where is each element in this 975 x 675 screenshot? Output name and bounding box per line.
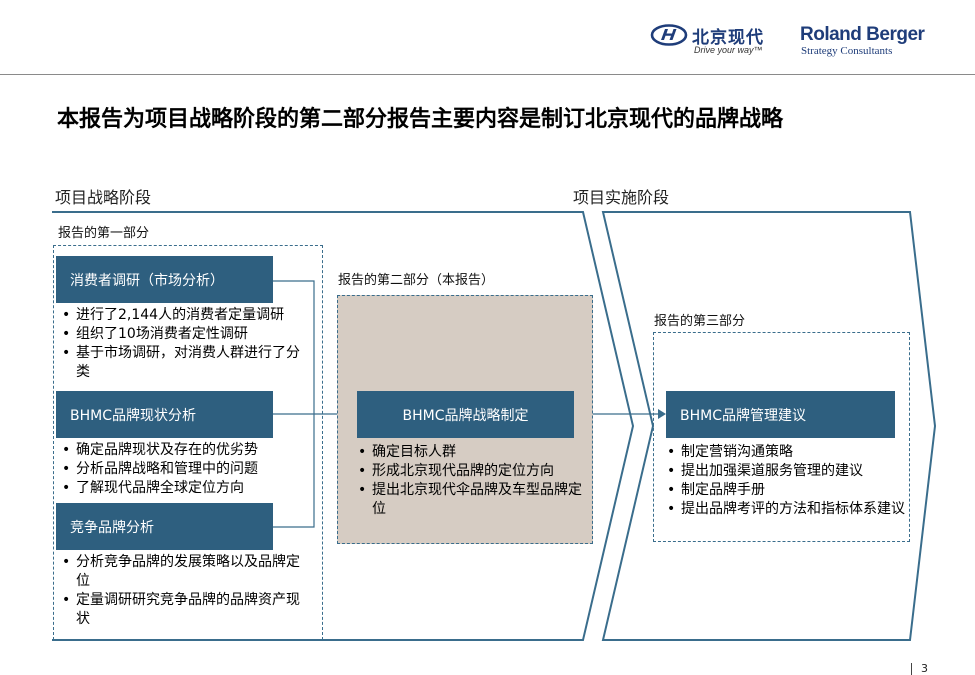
page-number: 3 <box>921 662 928 675</box>
list-item: 提出北京现代伞品牌及车型品牌定位 <box>358 481 586 519</box>
list-item: 确定目标人群 <box>358 443 590 462</box>
list-item: 提出品牌考评的方法和指标体系建议 <box>667 500 907 519</box>
strategy-phase-chevron <box>52 211 635 641</box>
part3-container <box>653 332 910 542</box>
part3-title: BHMC品牌管理建议 <box>666 391 895 438</box>
list-item: 提出加强渠道服务管理的建议 <box>667 462 905 481</box>
phase-strategy-label: 项目战略阶段 <box>55 188 152 207</box>
part2-bullets: 确定目标人群 形成北京现代品牌的定位方向 提出北京现代伞品牌及车型品牌定位 <box>358 443 590 519</box>
arrow-head-to-part3 <box>658 409 666 419</box>
list-item: 形成北京现代品牌的定位方向 <box>358 462 590 481</box>
part1-block1-title: 消费者调研（市场分析） <box>56 256 273 303</box>
hyundai-logo: 北京现代 Drive your way™ <box>650 22 775 62</box>
list-item: 基于市场调研，对消费人群进行了分类 <box>62 344 308 382</box>
part3-bullets: 制定营销沟通策略 提出加强渠道服务管理的建议 制定品牌手册 提出品牌考评的方法和… <box>667 443 905 519</box>
list-item: 制定营销沟通策略 <box>667 443 905 462</box>
hyundai-tagline: Drive your way™ <box>694 45 763 55</box>
part1-block3-bullets: 分析竞争品牌的发展策略以及品牌定位 定量调研研究竞争品牌的品牌资产现状 <box>62 553 312 629</box>
list-item: 分析竞争品牌的发展策略以及品牌定位 <box>62 553 308 591</box>
part2-label: 报告的第二部分（本报告） <box>338 273 495 288</box>
list-item: 进行了2,144人的消费者定量调研 <box>62 306 318 325</box>
part1-block2-title: BHMC品牌现状分析 <box>56 391 273 438</box>
connector-line-1 <box>273 280 315 414</box>
part3-label: 报告的第三部分 <box>654 314 746 329</box>
list-item: 组织了10场消费者定性调研 <box>62 325 318 344</box>
list-item: 制定品牌手册 <box>667 481 905 500</box>
part1-block2-bullets: 确定品牌现状及存在的优劣势 分析品牌战略和管理中的问题 了解现代品牌全球定位方向 <box>62 441 318 498</box>
part1-block3-title: 竞争品牌分析 <box>56 503 273 550</box>
list-item: 定量调研研究竞争品牌的品牌资产现状 <box>62 591 308 629</box>
list-item: 了解现代品牌全球定位方向 <box>62 479 318 498</box>
roland-berger-logo: Roland Berger Strategy Consultants <box>800 24 930 64</box>
header-divider <box>0 74 975 75</box>
part1-container <box>53 245 323 640</box>
phase-implementation-label: 项目实施阶段 <box>573 188 670 207</box>
part1-label: 报告的第一部分 <box>58 226 150 241</box>
page-title: 本报告为项目战略阶段的第二部分报告主要内容是制订北京现代的品牌战略 <box>57 107 784 132</box>
hyundai-brand-name: 北京现代 <box>692 28 764 47</box>
part2-title: BHMC品牌战略制定 <box>357 391 574 438</box>
page-number-divider <box>911 663 912 675</box>
hyundai-emblem-icon <box>650 24 688 46</box>
roland-berger-name: Roland Berger <box>800 24 925 45</box>
part1-block1-bullets: 进行了2,144人的消费者定量调研 组织了10场消费者定性调研 基于市场调研，对… <box>62 306 318 382</box>
roland-berger-tagline: Strategy Consultants <box>801 45 893 57</box>
list-item: 分析品牌战略和管理中的问题 <box>62 460 318 479</box>
list-item: 确定品牌现状及存在的优劣势 <box>62 441 318 460</box>
